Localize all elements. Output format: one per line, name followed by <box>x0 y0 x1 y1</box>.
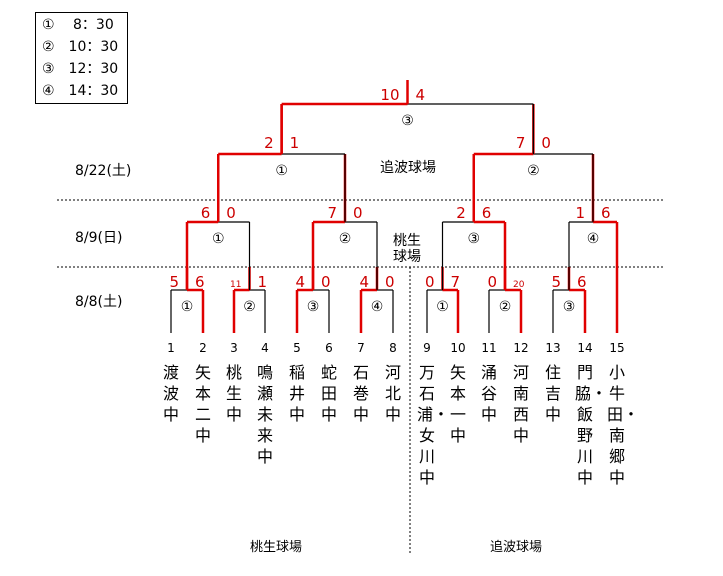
game-number: ③ <box>401 113 414 129</box>
team-seed-number: 12 <box>513 341 529 355</box>
score: 7 <box>516 134 526 152</box>
venue-bottom-left: 桃生球場 <box>250 540 303 555</box>
team-name: 住吉中 <box>544 363 561 424</box>
game-number: ② <box>243 299 256 315</box>
team-name: 稲井中 <box>288 363 305 424</box>
score: 4 <box>416 86 426 104</box>
date-round2: 8/9(日) <box>75 230 123 246</box>
game-number: ① <box>275 163 288 179</box>
score: 10 <box>380 86 399 104</box>
team-name: 桃生中 <box>225 363 242 424</box>
game-number: ③ <box>563 299 576 315</box>
score: 5 <box>169 273 179 291</box>
team-seed-number: 4 <box>261 341 269 355</box>
venue-round3: 追波球場 <box>380 160 436 176</box>
game-number: ② <box>527 163 540 179</box>
score: 4 <box>359 273 369 291</box>
team-name: 矢本二中 <box>194 363 211 445</box>
game-number: ② <box>499 299 512 315</box>
score: 0 <box>226 204 236 222</box>
team-name: 石巻中 <box>352 363 369 424</box>
game-number: ③ <box>467 231 480 247</box>
team-name: 涌谷中 <box>480 363 497 424</box>
team-name: 鳴瀬未来中 <box>256 363 273 466</box>
date-round3: 8/22(土) <box>75 163 132 179</box>
date-round1: 8/8(土) <box>75 294 123 310</box>
legend-item: ① 8：30 <box>42 17 114 33</box>
score: 6 <box>201 204 211 222</box>
team-seed-number: 13 <box>545 341 561 355</box>
score: 5 <box>551 273 561 291</box>
game-number: ① <box>436 299 449 315</box>
score: 1 <box>258 273 268 291</box>
team-name: 蛇田中 <box>320 363 337 424</box>
score: 7 <box>327 204 337 222</box>
score: 6 <box>482 204 492 222</box>
legend-item: ② 10：30 <box>42 39 119 55</box>
score: 0 <box>353 204 363 222</box>
time-legend: ① 8：30 ② 10：30 ③ 12：30 ④ 14：30 <box>35 12 128 104</box>
team-seed-number: 14 <box>577 341 593 355</box>
team-seed-number: 3 <box>230 341 238 355</box>
game-number: ③ <box>307 299 320 315</box>
team-name: 門脇・飯野川中 <box>575 363 608 487</box>
score: 2 <box>264 134 274 152</box>
score: 11 <box>230 280 241 290</box>
score: 0 <box>425 273 435 291</box>
team-name: 万石浦・女川中 <box>417 363 450 487</box>
legend-item: ③ 12：30 <box>42 61 119 77</box>
team-seed-number: 11 <box>481 341 497 355</box>
game-number: ① <box>212 231 225 247</box>
team-name: 河南西中 <box>512 363 529 445</box>
score: 0 <box>321 273 331 291</box>
score: 0 <box>541 134 551 152</box>
team-seed-number: 6 <box>325 341 333 355</box>
score: 1 <box>575 204 585 222</box>
score: 0 <box>385 273 395 291</box>
score: 0 <box>487 273 497 291</box>
team-seed-number: 1 <box>167 341 175 355</box>
legend-item: ④ 14：30 <box>42 83 119 99</box>
team-name: 矢本一中 <box>449 363 466 445</box>
team-seed-number: 8 <box>389 341 397 355</box>
team-seed-number: 7 <box>357 341 365 355</box>
score: 6 <box>195 273 205 291</box>
game-number: ② <box>339 231 352 247</box>
score: 4 <box>295 273 305 291</box>
game-number: ① <box>181 299 194 315</box>
score: 7 <box>451 273 461 291</box>
score: 6 <box>577 273 587 291</box>
team-name: 小牛田・南郷中 <box>607 363 640 487</box>
team-seed-number: 15 <box>609 341 625 355</box>
score: 20 <box>513 280 525 290</box>
team-seed-number: 9 <box>423 341 431 355</box>
score: 2 <box>456 204 466 222</box>
game-number: ④ <box>587 231 600 247</box>
score: 6 <box>601 204 611 222</box>
score: 1 <box>290 134 300 152</box>
game-number: ④ <box>371 299 384 315</box>
team-seed-number: 10 <box>450 341 466 355</box>
team-name: 河北中 <box>384 363 401 424</box>
venue-round2-top: 桃生 <box>393 233 421 249</box>
team-name: 渡波中 <box>162 363 179 424</box>
team-seed-number: 2 <box>199 341 207 355</box>
venue-round2-bottom: 球場 <box>393 249 421 265</box>
team-seed-number: 5 <box>293 341 301 355</box>
venue-bottom-right: 追波球場 <box>490 540 543 555</box>
